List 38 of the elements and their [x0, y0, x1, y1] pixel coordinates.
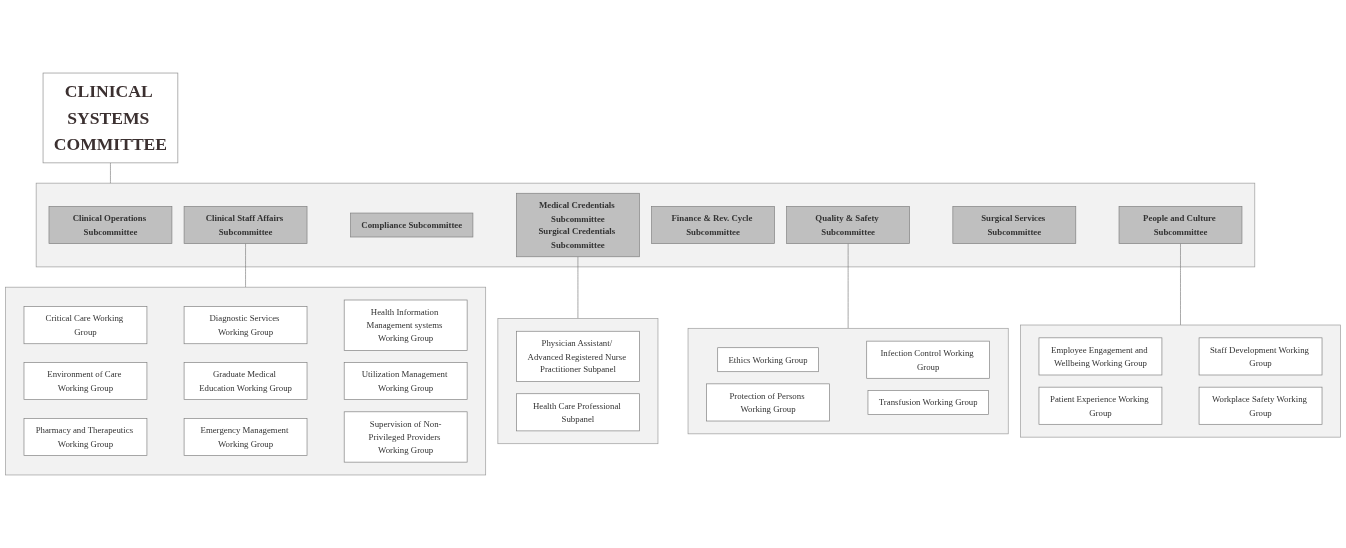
- cluster: [1020, 324, 1341, 438]
- node-box: People and Culture Subcommittee: [1118, 206, 1243, 244]
- node-box: Graduate Medical Education Working Group: [183, 362, 308, 400]
- node-box: Protection of Persons Working Group: [706, 383, 830, 422]
- node-box: Employee Engagement and Wellbeing Working Group: [1038, 337, 1163, 376]
- connector: [577, 256, 579, 319]
- connector: [110, 162, 111, 184]
- node-box: CLINICAL SYSTEMS COMMITTEE: [42, 72, 179, 164]
- cluster: [5, 286, 487, 476]
- node-box: Infection Control Working Group: [866, 340, 990, 379]
- connector: [1180, 243, 1181, 326]
- cluster: [497, 318, 659, 445]
- cluster: [687, 327, 1009, 435]
- node-box: Health Information Management systems Working Group: [343, 299, 468, 351]
- node-box: Transfusion Working Group: [867, 390, 989, 415]
- node-box: Pharmacy and Therapeutics Working Group: [23, 418, 148, 456]
- node-box: Diagnostic Services Working Group: [183, 306, 308, 345]
- node-box: Finance & Rev. Cycle Subcommittee: [651, 206, 775, 244]
- node-box: Staff Development Working Group: [1198, 337, 1323, 376]
- node-box: Patient Experience Working Group: [1038, 386, 1163, 425]
- node-box: Critical Care Working Group: [23, 306, 148, 345]
- node-box: Supervision of Non-Privileged Providers Working Group: [343, 411, 468, 463]
- node-box: Surgical Services Subcommittee: [952, 206, 1077, 244]
- node-box: Physician Assistant/ Advanced Registered Nurse Practitioner Subpanel: [516, 330, 640, 382]
- connector: [847, 243, 849, 329]
- node-box: Health Care Professional Subpanel: [516, 393, 640, 432]
- node-box: Utilization Management Working Group: [343, 362, 468, 400]
- node-box: Medical Credentials Subcommittee Surgical Credentials Subcommittee: [516, 192, 640, 258]
- node-box: Workplace Safety Working Group: [1198, 386, 1323, 425]
- node-box: Ethics Working Group: [717, 347, 819, 373]
- node-box: Environment of Care Working Group: [23, 362, 148, 400]
- node-box: Compliance Subcommittee: [350, 212, 474, 238]
- node-box: Clinical Operations Subcommittee: [48, 206, 173, 244]
- node-box: Clinical Staff Affairs Subcommittee: [183, 206, 308, 244]
- cluster: [35, 182, 1256, 268]
- node-box: Quality & Safety Subcommittee: [786, 206, 910, 244]
- node-box: Emergency Management Working Group: [183, 418, 308, 456]
- connector: [245, 243, 246, 288]
